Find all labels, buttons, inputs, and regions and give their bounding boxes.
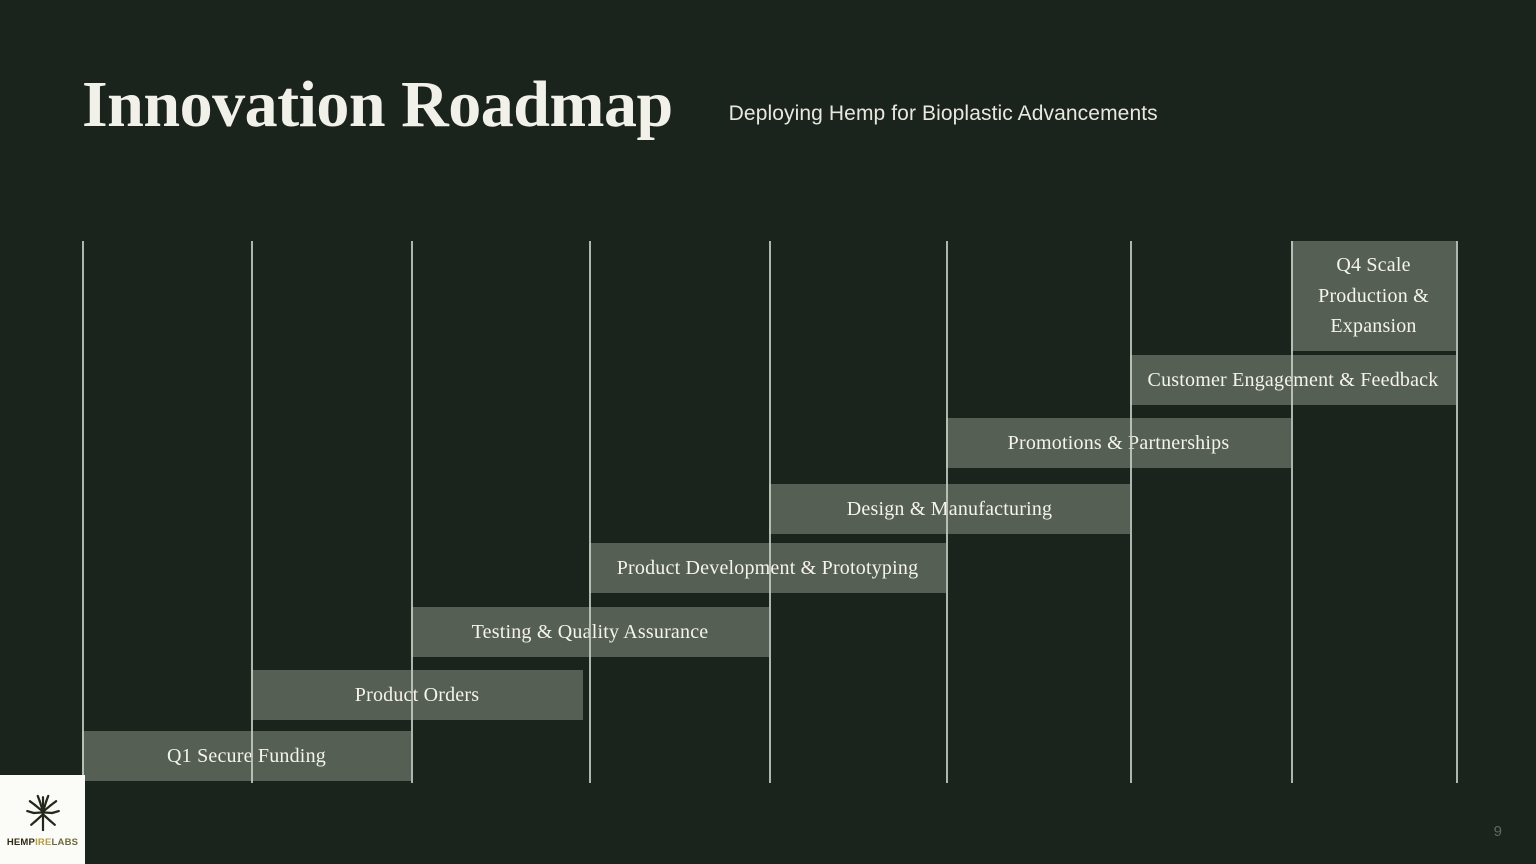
page-subtitle: Deploying Hemp for Bioplastic Advancemen… (728, 102, 1158, 125)
gantt-gridline (1130, 241, 1132, 783)
brand-logo: HEMPIRELABS (0, 775, 85, 864)
logo-text-hemp: HEMP (6, 836, 36, 848)
gantt-bar[interactable]: Promotions & Partnerships (946, 418, 1291, 468)
logo-text-ire: IRE (35, 836, 52, 848)
gantt-bar[interactable]: Customer Engagement & Feedback (1130, 355, 1456, 405)
gantt-gridline (769, 241, 771, 783)
gantt-bar-label: Product Orders (354, 683, 480, 706)
logo-wordmark: HEMPIRELABS (7, 837, 78, 848)
gantt-bar[interactable]: Product Development & Prototyping (589, 543, 946, 593)
gantt-bar-label: Product Development & Prototyping (616, 556, 919, 579)
gantt-gridline (946, 241, 948, 783)
gantt-gridline (1456, 241, 1458, 783)
slide-header: Innovation Roadmap Deploying Hemp for Bi… (82, 68, 1158, 141)
gantt-gridline (411, 241, 413, 783)
logo-text-labs: LABS (51, 836, 79, 848)
gantt-bar-label: Promotions & Partnerships (1007, 431, 1230, 454)
hemp-leaf-icon (25, 794, 60, 831)
gantt-bar[interactable]: Design & Manufacturing (769, 484, 1130, 534)
gantt-bar-label: Q1 Secure Funding (167, 744, 326, 767)
gantt-gridline (589, 241, 591, 783)
page-title: Innovation Roadmap (82, 68, 673, 141)
page-number: 9 (1493, 823, 1502, 840)
gantt-bar[interactable]: Q1 Secure Funding (82, 731, 411, 781)
gantt-bar[interactable]: Product Orders (251, 670, 583, 720)
gantt-gridline (82, 241, 84, 783)
gantt-gridline (1291, 241, 1293, 783)
gantt-gridline (251, 241, 253, 783)
gantt-bar-label: Design & Manufacturing (846, 497, 1053, 520)
